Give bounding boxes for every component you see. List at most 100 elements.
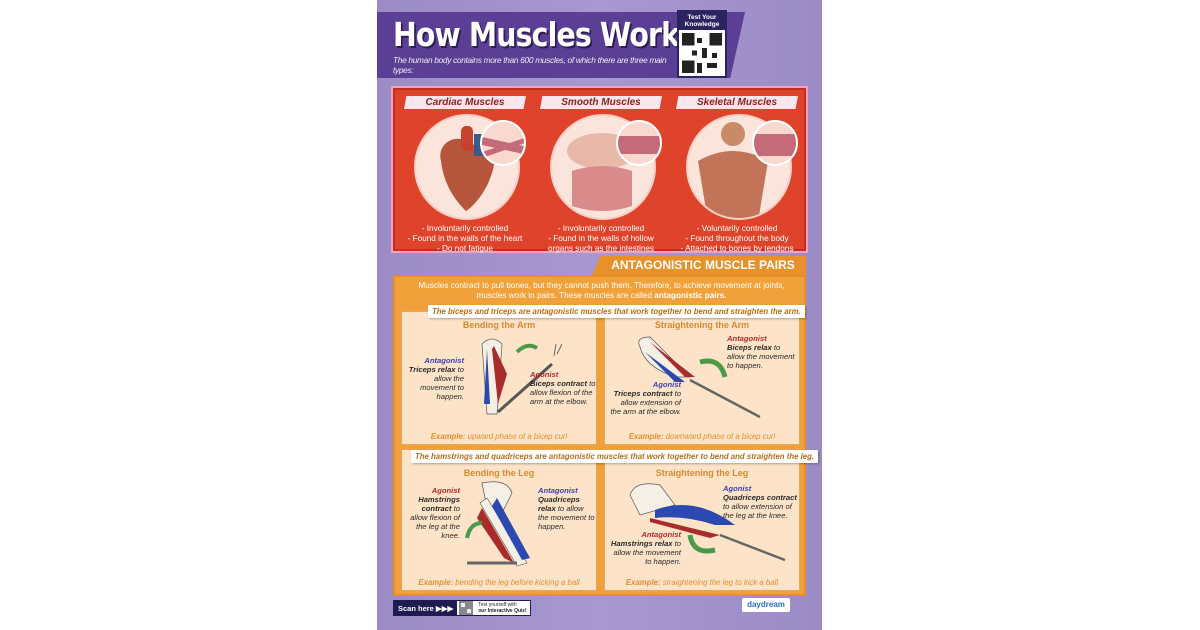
scan-here-label: Scan here ▶▶▶ [394, 601, 458, 615]
note-bold: Biceps contract [530, 379, 587, 388]
cardiac-tissue-zoom [480, 120, 526, 166]
note-bold: Hamstrings contract [418, 495, 460, 513]
fact: - Do not fatigue [437, 244, 493, 253]
note-rest: to allow the movement to happen. [420, 365, 464, 401]
note-bold: Quadriceps relax [538, 495, 580, 513]
panel-example: Example: upward phase of a bicep curl [402, 432, 596, 441]
cardiac-column: Cardiac Muscles - Involuntarily controll… [400, 96, 530, 253]
example-text: upward phase of a bicep curl [467, 432, 568, 441]
example-label: Example: [625, 578, 661, 587]
example-label: Example: [418, 578, 454, 587]
skeletal-tissue-zoom [752, 120, 798, 166]
note-rest: to allow extension of the arm at the elb… [610, 389, 682, 416]
example-label: Example: [430, 432, 466, 441]
example-text: downward phase of a bicep curl [665, 432, 776, 441]
fact: - Found in the walls of hollow [548, 234, 654, 243]
antagonistic-panel: Muscles contract to pull bones, but they… [393, 275, 819, 596]
example-label: Example: [628, 432, 664, 441]
panel-title: Straightening the Arm [654, 320, 750, 330]
note-role: Agonist [530, 370, 559, 379]
poster-title: How Muscles Work [393, 15, 680, 54]
intro-text: Muscles contract to pull bones, but they… [405, 281, 798, 301]
leg-straightening-illustration [629, 483, 786, 562]
qr-code-icon [682, 33, 722, 73]
note-rest: to allow the movement to happen. [613, 539, 681, 566]
poster-subtitle: The human body contains more than 600 mu… [393, 55, 667, 75]
example-text: bending the leg before kicking a ball [455, 578, 580, 587]
panel-title: Bending the Leg [463, 468, 535, 478]
panel-title: Bending the Arm [462, 320, 536, 330]
fact: - Involuntarily controlled [421, 224, 509, 233]
fact: - Involuntarily controlled [557, 224, 645, 233]
fact: - Attached to bones by tendons [680, 244, 794, 253]
quiz-line: our Interactive Quiz! [478, 608, 527, 614]
note-bold: Triceps relax [408, 365, 456, 374]
panel-title: Straightening the Leg [655, 468, 749, 478]
qr-code-box[interactable]: Test Your Knowledge [677, 10, 727, 78]
quiz-line: Test yourself with [478, 602, 517, 608]
note-rest: to allow the movement to happen. [538, 504, 595, 531]
note-bold: Biceps relax [727, 343, 772, 352]
note-rest: to allow flexion of the leg at the knee. [410, 504, 460, 540]
note-role: Agonist [723, 484, 752, 493]
heart-image [414, 114, 520, 220]
fact: organs such as the intestines [547, 244, 655, 253]
note-role: Antagonist [538, 486, 578, 495]
skeletal-column: Skeletal Muscles - Voluntarily controlle… [672, 96, 802, 253]
panel-example: Example: downward phase of a bicep curl [605, 432, 799, 441]
fact: - Found throughout the body [685, 234, 789, 243]
panel-example: Example: bending the leg before kicking … [402, 578, 596, 587]
note-role: Antagonist [641, 530, 681, 539]
intro-bold: antagonistic pairs. [654, 291, 727, 300]
note-rest: to allow extension of the leg at the kne… [723, 502, 792, 520]
skeletal-facts: - Voluntarily controlled- Found througho… [669, 224, 805, 254]
note-bold: Quadriceps contract [723, 493, 797, 502]
fact: - Found in the walls of the heart [407, 234, 523, 243]
smooth-facts: - Involuntarily controlled- Found in the… [533, 224, 669, 254]
leg-caption: The hamstrings and quadriceps are antago… [411, 450, 819, 463]
note-role: Agonist [431, 486, 460, 495]
cardiac-label: Cardiac Muscles [404, 96, 526, 109]
leg-bending-illustration [465, 481, 530, 567]
poster: How Muscles Work The human body contains… [377, 0, 822, 630]
skeletal-label: Skeletal Muscles [676, 96, 798, 109]
daydream-logo: daydream [742, 598, 790, 612]
intro-body: Muscles contract to pull bones, but they… [418, 281, 785, 300]
smooth-tissue-zoom [616, 120, 662, 166]
example-text: straightening the leg to kick a ball [662, 578, 779, 587]
small-qr-icon [459, 601, 474, 615]
muscle-types-panel: Cardiac Muscles - Involuntarily controll… [393, 88, 806, 253]
note-bold: Hamstrings relax [610, 539, 673, 548]
note-bold: Triceps contract [613, 389, 673, 398]
panel-example: Example: straightening the leg to kick a… [605, 578, 799, 587]
qr-label: Test Your Knowledge [679, 12, 725, 30]
fact: - Voluntarily controlled [696, 224, 778, 233]
note-rest: to allow the movement to happen. [727, 343, 795, 370]
cardiac-facts: - Involuntarily controlled- Found in the… [397, 224, 533, 254]
smooth-column: Smooth Muscles - Involuntarily controlle… [536, 96, 666, 253]
note-role: Agonist [652, 380, 681, 389]
smooth-label: Smooth Muscles [540, 96, 662, 109]
arm-bending-illustration [481, 338, 562, 415]
arm-caption: The biceps and triceps are antagonistic … [428, 305, 805, 318]
note-role: Antagonist [424, 356, 464, 365]
arm-straightening-illustration [638, 336, 761, 419]
section-heading: Antagonistic Muscle Pairs [592, 256, 806, 275]
note-role: Antagonist [727, 334, 767, 343]
section-heading-text: Antagonistic Muscle Pairs [611, 258, 795, 272]
note-rest: to allow flexion of the arm at the elbow… [530, 379, 596, 406]
